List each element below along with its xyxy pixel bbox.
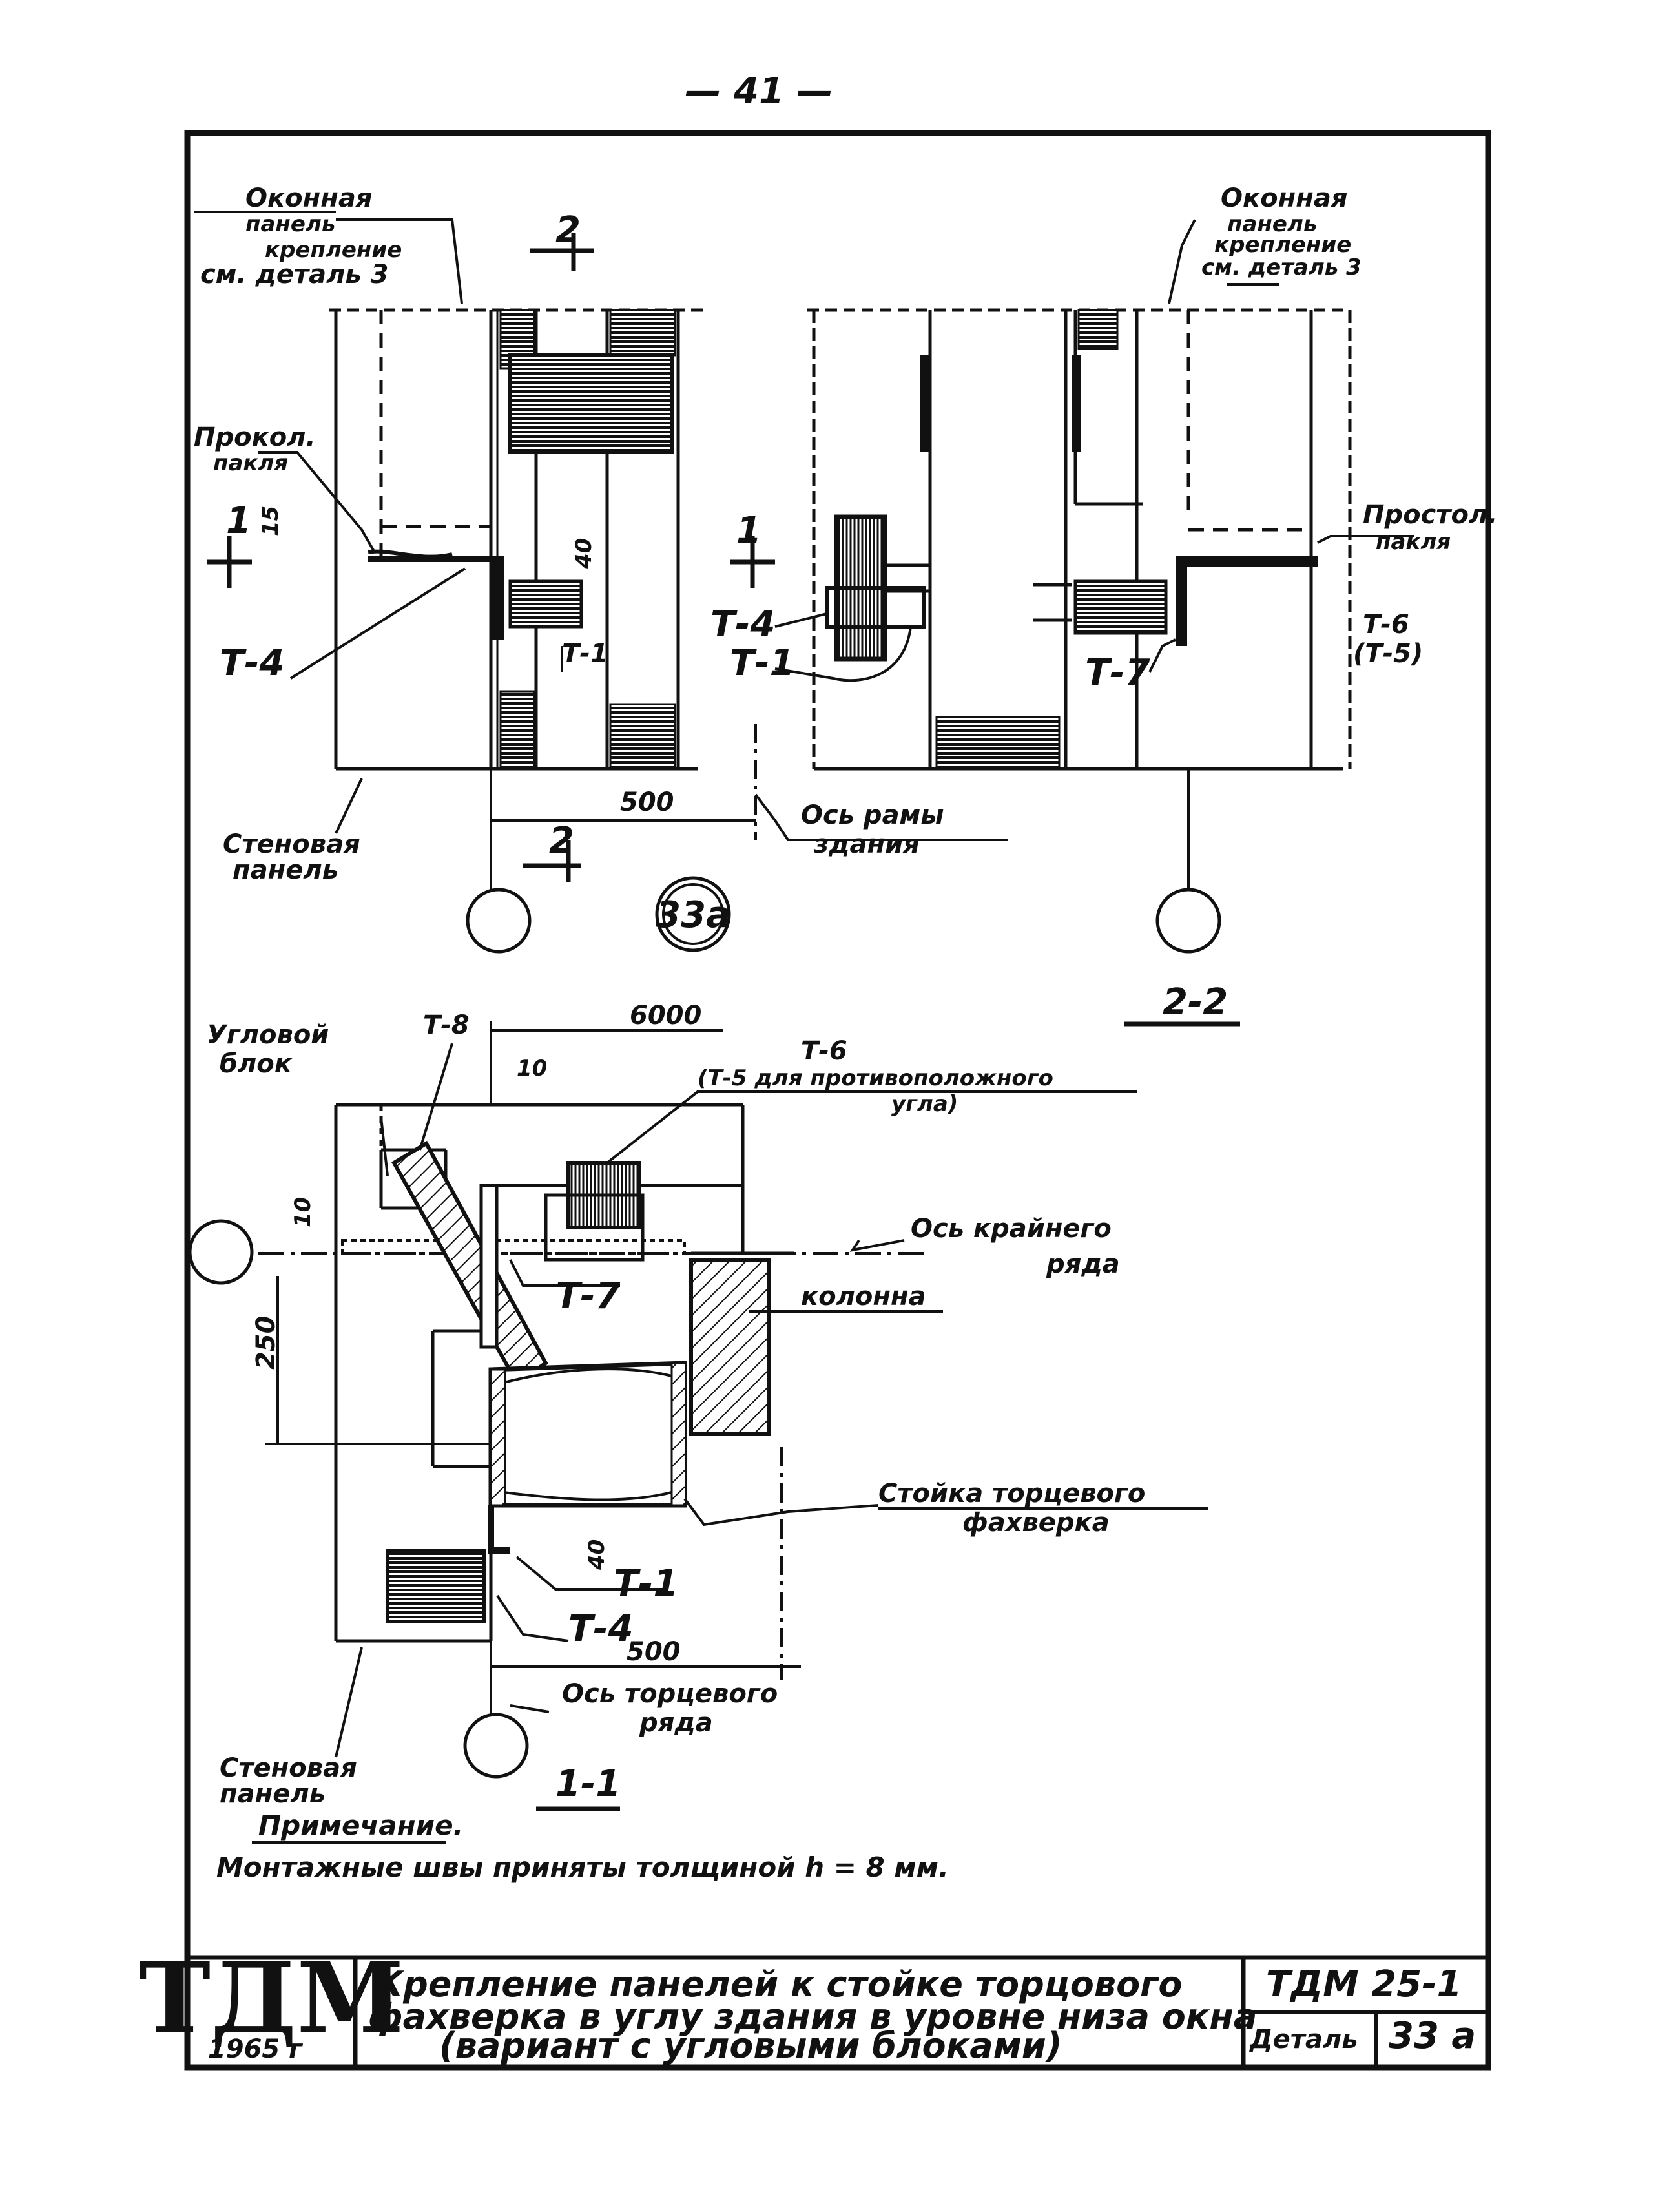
- logo: ТДМ: [138, 1941, 404, 2055]
- wall-panel-label-2: панель: [233, 855, 338, 885]
- dim-10-top: 10: [517, 1056, 547, 1081]
- wall-panel-label-bottom: Стеновая: [220, 1753, 357, 1783]
- page-number: — 41 —: [685, 70, 833, 112]
- label-t6-bottom: Т-6: [801, 1036, 847, 1066]
- end-row-axis-label: Ось торцевого: [562, 1679, 778, 1709]
- cut-mark-2-top: 2: [555, 209, 581, 251]
- detail-number: 33 а: [1389, 2015, 1476, 2057]
- fastening-note-2: см. деталь 3: [200, 260, 388, 289]
- label-t4-bottom: Т-4: [568, 1608, 633, 1650]
- label-t8: Т-8: [423, 1010, 470, 1040]
- label-t6-right: Т-6: [1363, 610, 1409, 640]
- view-center: Ось рамы здания 33а 1 Т-4 Т-1: [655, 510, 1008, 952]
- caulk-label-2: пакля: [213, 450, 288, 476]
- window-panel-label-right-2: панель: [1227, 211, 1317, 237]
- corner-block-label: Угловой: [207, 1020, 329, 1050]
- detail-label: Деталь: [1248, 2025, 1358, 2054]
- drawing-title-line-1: Крепление панелей к стойке торцового: [375, 1964, 1183, 2005]
- note-text: Монтажные швы приняты толщиной h = 8 мм.: [216, 1852, 949, 1883]
- label-t1-bottom: Т-1: [614, 1563, 678, 1605]
- dim-40-bottom: 40: [584, 1539, 610, 1570]
- drawing-title-line-2: фахверка в углу здания в уровне низа окн…: [368, 1996, 1257, 2037]
- dim-10-left: 10: [290, 1197, 316, 1227]
- section-title-2-2: 2-2: [1163, 981, 1228, 1023]
- label-t7-bottom: Т-7: [555, 1275, 620, 1317]
- document-code: ТДМ 25-1: [1266, 1963, 1462, 2005]
- t5-opposite-corner-note-2: угла): [891, 1091, 958, 1117]
- fastening-note-right-2: см. деталь 3: [1201, 255, 1362, 280]
- label-t4-left: Т-4: [220, 642, 284, 684]
- label-t1-left: Т-1: [562, 639, 608, 669]
- note: Примечание. Монтажные швы приняты толщин…: [216, 1810, 949, 1883]
- axis-bubble-end: [463, 1713, 529, 1779]
- year: 1965 г: [208, 2034, 303, 2064]
- post-label-2: фахверка: [962, 1508, 1110, 1538]
- dim-15: 15: [258, 506, 284, 536]
- caulk-label-right-2: пакля: [1376, 529, 1451, 555]
- drawing-title-line-3: (вариант с угловыми блоками): [439, 2025, 1062, 2066]
- dim-6000: 6000: [630, 1001, 701, 1030]
- end-row-axis-label-2: ряда: [639, 1708, 713, 1738]
- fastening-note: крепление: [265, 237, 402, 263]
- view-bottom-plan: Угловой блок Т-8 6000 10 10 Т-6 (Т-5 для…: [188, 1001, 1208, 1811]
- window-panel-label-right: Оконная: [1221, 183, 1348, 213]
- dim-500-top: 500: [620, 788, 674, 817]
- cut-mark-1-center: 1: [736, 510, 761, 552]
- axis-bubble-right: [1155, 888, 1221, 954]
- view-top-left: Оконная панель крепление см. деталь 3 Пр…: [194, 183, 756, 954]
- outer-row-axis-label: Ось крайнего: [911, 1214, 1112, 1244]
- label-t1-center: Т-1: [730, 642, 794, 684]
- view-top-right: Оконная панель крепление см. деталь 3 Пр…: [807, 183, 1497, 1027]
- post-label: Стойка торцевого: [878, 1479, 1145, 1508]
- dim-40: 40: [571, 538, 597, 569]
- caulk-label: Прокол.: [194, 423, 316, 452]
- cut-mark-1: 1: [226, 500, 251, 542]
- outer-row-axis-label-2: ряда: [1046, 1249, 1120, 1279]
- caulk-label-right: Простол.: [1363, 500, 1497, 530]
- column-label: колонна: [801, 1282, 926, 1311]
- frame-axis-label: Ось рамы: [801, 800, 944, 830]
- window-panel-label: Оконная: [245, 183, 373, 213]
- label-t4-center: Т-4: [710, 603, 775, 645]
- dim-500-bottom: 500: [627, 1637, 681, 1667]
- sheet-frame: [184, 130, 1491, 2071]
- detail-mark-circle: [655, 876, 731, 952]
- axis-bubble-outer: [188, 1219, 254, 1285]
- axis-bubble-left: [466, 888, 532, 954]
- title-block: ТДМ 1965 г Крепление панелей к стойке то…: [138, 1941, 1488, 2067]
- t5-opposite-corner-note: (Т-5 для противоположного: [698, 1065, 1053, 1091]
- wall-panel-label-bottom-2: панель: [220, 1779, 326, 1809]
- dim-250: 250: [251, 1316, 281, 1370]
- label-t5-right: (Т-5): [1353, 639, 1423, 669]
- window-panel-label-2: панель: [245, 211, 335, 237]
- frame-axis-label-2: здания: [813, 830, 920, 859]
- note-heading: Примечание.: [258, 1810, 464, 1841]
- corner-block-label-2: блок: [220, 1049, 293, 1079]
- detail-mark-label: 33а: [656, 894, 730, 936]
- cut-mark-2-bottom: 2: [549, 820, 574, 862]
- fastening-note-right: крепление: [1214, 232, 1351, 258]
- section-title-1-1: 1-1: [555, 1763, 621, 1805]
- wall-panel-label: Стеновая: [223, 830, 360, 859]
- label-t7-right: Т-7: [1085, 652, 1150, 694]
